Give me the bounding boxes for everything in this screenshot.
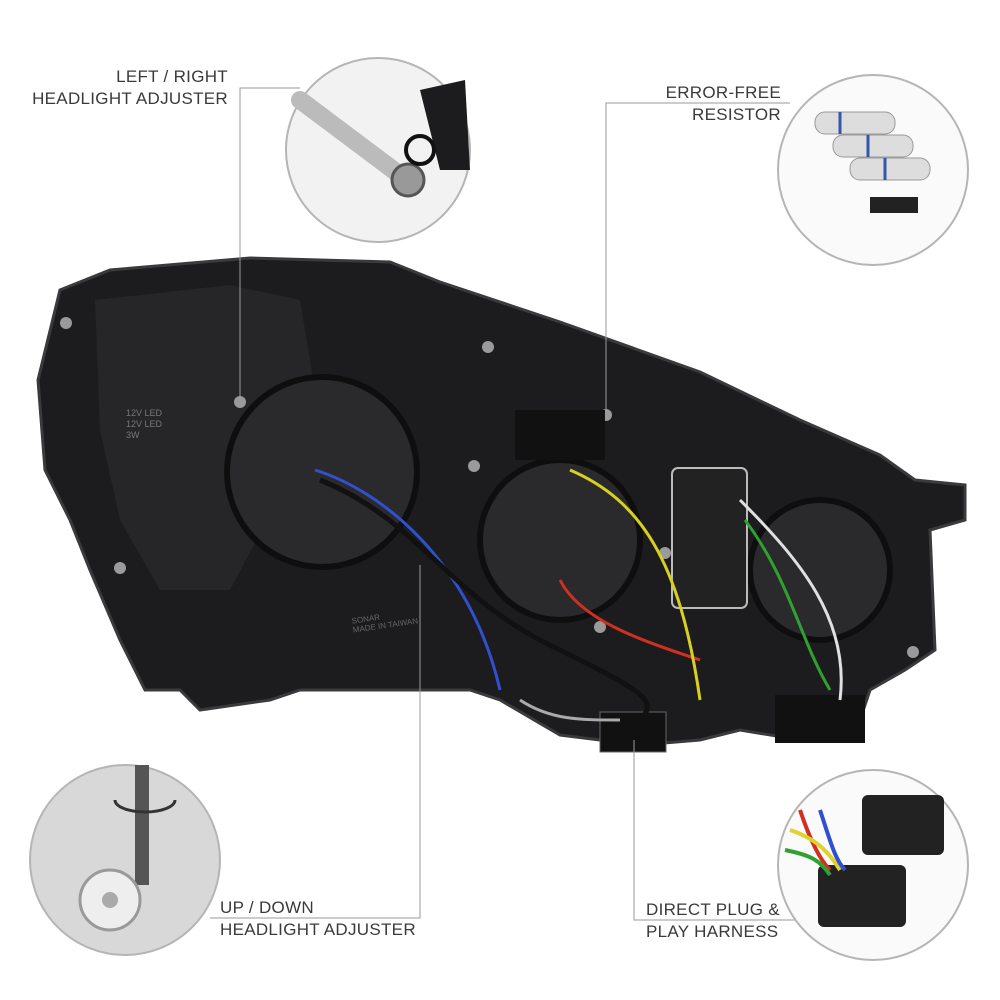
- detail-harness: [777, 769, 969, 961]
- detail-lr-adjuster: [285, 57, 471, 243]
- led-driver-module: [671, 467, 748, 609]
- leader-lines: [210, 87, 795, 921]
- plug-connector-2: [775, 695, 865, 743]
- wiring: [314, 468, 843, 722]
- marking: 12V LED: [126, 419, 163, 429]
- callout-line1: LEFT / RIGHT: [116, 67, 228, 86]
- callout-line1: ERROR-FREE: [665, 83, 781, 102]
- detail-ud-adjuster: [29, 764, 221, 956]
- callout-line2: HEADLIGHT ADJUSTER: [220, 920, 416, 939]
- callout-harness: DIRECT PLUG & PLAY HARNESS: [646, 899, 780, 943]
- callout-line1: DIRECT PLUG &: [646, 900, 780, 919]
- detail-resistor: [777, 74, 969, 266]
- callout-line1: UP / DOWN: [220, 898, 315, 917]
- marking: 12V LED: [126, 408, 163, 418]
- callout-lr-adjuster: LEFT / RIGHT HEADLIGHT ADJUSTER: [32, 66, 228, 110]
- turn-signal-cap: [747, 497, 893, 643]
- bulb-markings: 12V LED 12V LED 3W: [126, 408, 162, 441]
- plug-connector: [599, 711, 667, 753]
- callout-ud-adjuster: UP / DOWN HEADLIGHT ADJUSTER: [220, 897, 416, 941]
- high-beam-cap: [477, 457, 643, 623]
- callout-line2: PLAY HARNESS: [646, 922, 779, 941]
- callout-line2: HEADLIGHT ADJUSTER: [32, 89, 228, 108]
- callout-resistor: ERROR-FREE RESISTOR: [666, 82, 781, 126]
- marking: 3W: [126, 430, 140, 440]
- callout-line2: RESISTOR: [692, 105, 781, 124]
- resistor-box: [515, 410, 605, 460]
